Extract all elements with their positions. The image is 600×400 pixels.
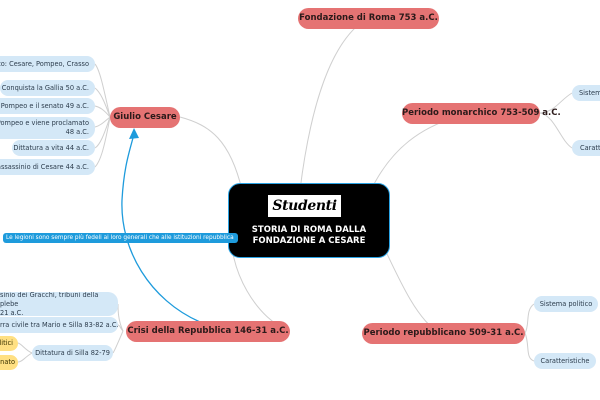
central-title-line1: STORIA DI ROMA DALLA bbox=[251, 225, 367, 235]
cesare-child-dittatura-vita[interactable]: Dittatura a vita 44 a.C. bbox=[12, 140, 95, 156]
monarchico-child-sistema[interactable]: Sistema bbox=[572, 85, 600, 101]
branch-crisi[interactable]: Crisi della Repubblica 146-31 a.C. bbox=[126, 321, 290, 342]
cesare-child-gallia[interactable]: Conquista la Gallia 50 a.C. bbox=[0, 80, 95, 96]
relationship-arrowhead bbox=[129, 128, 139, 139]
monarchico-child-caratteristiche[interactable]: Caratt bbox=[572, 140, 600, 156]
cesare-child-assassinio[interactable]: o: assassinio di Cesare 44 a.C. bbox=[0, 159, 95, 175]
relationship-arrow bbox=[121, 133, 201, 323]
cesare-child-triumvirato[interactable]: rato: Cesare, Pompeo, Crasso bbox=[0, 56, 95, 72]
central-topic[interactable]: Studenti STORIA DI ROMA DALLA FONDAZIONE… bbox=[228, 183, 390, 258]
cesare-child-proclamato[interactable]: e Pompeo e viene proclamato 48 a.C. bbox=[0, 117, 95, 139]
studenti-logo: Studenti bbox=[268, 195, 341, 217]
branch-fondazione[interactable]: Fondazione di Roma 753 a.C. bbox=[298, 8, 439, 29]
central-title: STORIA DI ROMA DALLA FONDAZIONE A CESARE bbox=[229, 225, 389, 247]
branch-giulio-cesare[interactable]: Giulio Cesare bbox=[110, 107, 180, 128]
branch-monarchico[interactable]: Periodo monarchico 753-509 a.C. bbox=[402, 103, 561, 124]
silla-child-riforme-politici[interactable]: politici bbox=[0, 336, 18, 351]
crisi-child-guerra-civile[interactable]: rra civile tra Mario e Silla 83-82 a.C. bbox=[0, 317, 118, 333]
repubblicano-child-sistema-politico[interactable]: Sistema politico bbox=[534, 296, 598, 312]
central-title-line2: FONDAZIONE A CESARE bbox=[252, 236, 366, 246]
silla-child-senato[interactable]: enato bbox=[0, 355, 18, 370]
cesare-child-pompeo-senato[interactable]: on Pompeo e il senato 49 a.C. bbox=[0, 98, 95, 114]
relationship-note[interactable]: Le legioni sono sempre più fedeli ai lor… bbox=[3, 233, 238, 243]
branch-repubblicano[interactable]: Periodo repubblicano 509-31 a.C. bbox=[362, 323, 525, 344]
repubblicano-child-caratteristiche[interactable]: Caratteristiche bbox=[534, 353, 596, 369]
crisi-child-dittatura-silla[interactable]: Dittatura di Silla 82-79 bbox=[32, 345, 113, 361]
crisi-child-gracchi[interactable]: sinio dei Gracchi, tribuni della plebe 2… bbox=[0, 292, 118, 316]
